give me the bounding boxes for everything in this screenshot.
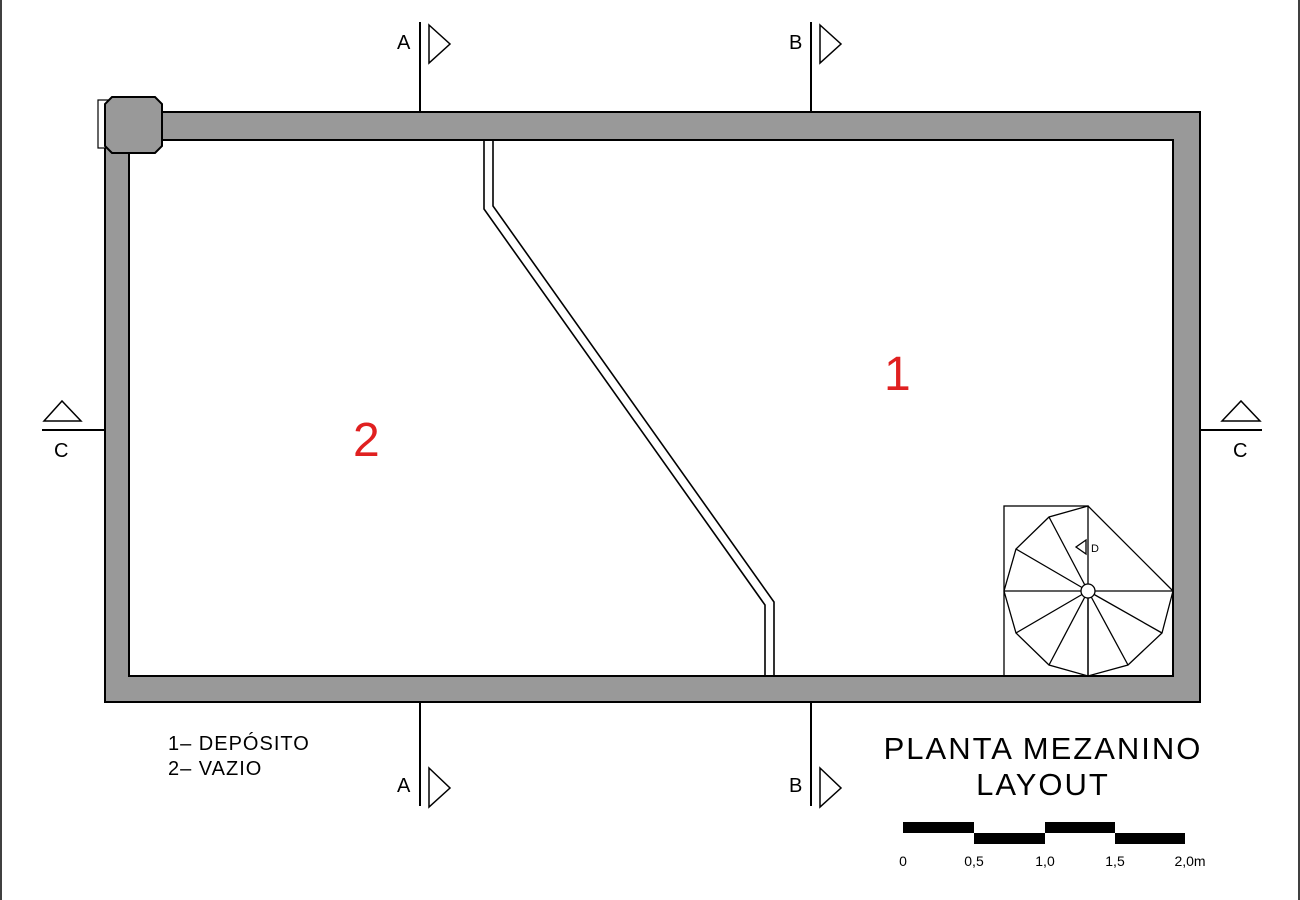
building-walls	[104, 111, 1201, 703]
section-a-top-marker	[419, 22, 452, 112]
drawing-subtitle: LAYOUT	[976, 767, 1110, 802]
legend-item-vazio: 2– VAZIO	[168, 758, 262, 780]
section-a-top-label: A	[397, 32, 411, 54]
section-b-bottom-marker	[810, 702, 843, 809]
scale-bar	[903, 822, 1185, 844]
drawing-title: PLANTA MEZANINO	[884, 731, 1203, 766]
room-number-2: 2	[353, 414, 380, 467]
mezzanine-edge-inner	[492, 140, 775, 676]
section-a-bottom-marker	[419, 702, 452, 809]
section-b-top-marker	[810, 22, 843, 112]
scale-label-1-0: 1,0	[1035, 853, 1055, 869]
section-b-top-label: B	[789, 32, 802, 54]
section-c-right-marker	[1200, 399, 1262, 431]
section-c-left-marker	[42, 399, 105, 431]
section-c-left-label: C	[54, 440, 68, 462]
scale-label-1-5: 1,5	[1105, 853, 1125, 869]
scale-label-2-0m: 2,0m	[1174, 853, 1205, 869]
scale-label-0: 0	[899, 853, 907, 869]
room-number-1: 1	[884, 348, 911, 401]
section-d-label: D	[1091, 543, 1099, 555]
section-c-right-label: C	[1233, 440, 1247, 462]
spiral-staircase	[1003, 505, 1174, 677]
section-b-bottom-label: B	[789, 775, 802, 797]
section-d-arrow	[1074, 538, 1087, 556]
section-a-bottom-label: A	[397, 775, 411, 797]
mezzanine-edge-outer	[483, 140, 766, 676]
corner-pillar	[104, 96, 163, 154]
legend-item-deposito: 1– DEPÓSITO	[168, 732, 310, 755]
scale-label-0-5: 0,5	[964, 853, 984, 869]
